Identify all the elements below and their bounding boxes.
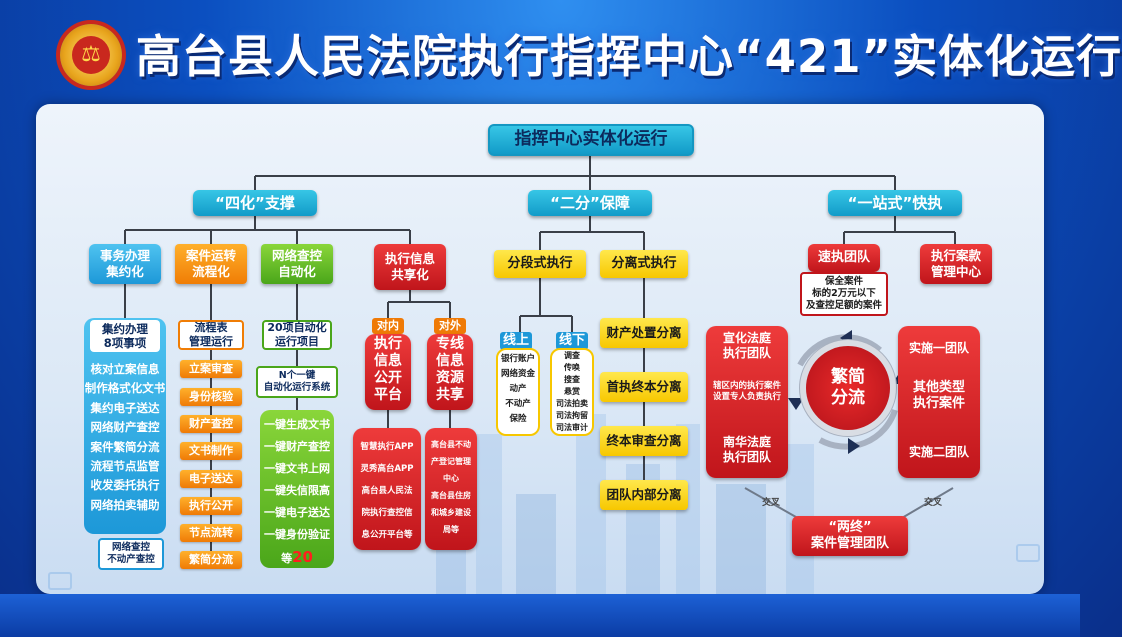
lock-icon bbox=[1016, 544, 1040, 562]
list-item: 团队内部分离 bbox=[600, 480, 688, 510]
list-item-tail: 等20 bbox=[281, 548, 313, 566]
extra-box-shiwu: 网络查控 不动产查控 bbox=[98, 538, 164, 570]
box-liangzhong: “两终” 案件管理团队 bbox=[792, 516, 908, 556]
box-suzhi: 速执团队 bbox=[808, 244, 880, 272]
left-team-bottom: 南华法庭 执行团队 bbox=[722, 435, 771, 464]
court-emblem-icon: ⚖ bbox=[60, 24, 122, 86]
list-item: 节点流转 bbox=[180, 524, 242, 542]
list-item: 流程节点监管 bbox=[90, 459, 160, 474]
box-fenduan: 分段式执行 bbox=[494, 250, 586, 278]
detail-gongkai-panel bbox=[353, 428, 421, 550]
suzhi-note: 保全案件 标的2万元以下 及查控足额的案件 bbox=[800, 272, 888, 316]
list-item: 电子送达 bbox=[180, 470, 242, 488]
list-item: 核对立案信息 bbox=[90, 362, 160, 376]
offline-panel bbox=[550, 348, 594, 436]
detail-gongkai: 智慧执行APP 灵秀高台APP 高台县人民法 院执行查控信 息公开平台等 bbox=[360, 442, 414, 540]
left-team-panel bbox=[706, 326, 788, 478]
box-gongkai bbox=[365, 334, 411, 410]
list-item: 一键财产查控 bbox=[264, 440, 330, 453]
page-title: 高台县人民法院执行指挥中心“421”实体化运行 bbox=[136, 30, 1122, 83]
header: ⚖ 高台县人民法院执行指挥中心“421”实体化运行 bbox=[0, 0, 1121, 100]
detail-gongxiang-panel bbox=[425, 428, 477, 550]
list-item: 终本审查分离 bbox=[600, 426, 688, 456]
root-node: 指挥中心实体化运行 bbox=[488, 124, 694, 156]
col-title-shiwu: 事务办理 集约化 bbox=[89, 244, 161, 284]
list-item: 文书制作 bbox=[180, 442, 242, 460]
col-sub-wangluo: 20项自动化 运行项目 bbox=[262, 320, 332, 350]
col-title-anjian: 案件运转 流程化 bbox=[175, 244, 247, 284]
tag-offline: 线下 bbox=[556, 332, 588, 350]
list-shiwu: 核对立案信息 制作格式化文书 集约电子送达 网络财产查控 案件繁简分流 流程节点… bbox=[84, 360, 166, 515]
list-item: 繁简分流 bbox=[180, 551, 242, 569]
col-title-wangluo: 网络查控 自动化 bbox=[261, 244, 333, 284]
center-circle bbox=[806, 346, 890, 430]
detail-gongxiang: 高台县不动 产登记管理 中心 高台县住房 和城乡建设 局等 bbox=[431, 440, 471, 534]
col-shiwu-panel bbox=[84, 318, 166, 534]
list-item: 集约电子送达 bbox=[90, 400, 160, 415]
col-sub2-wangluo: N个一键 自动化运行系统 bbox=[256, 366, 338, 398]
list-item: 财产处置分离 bbox=[600, 318, 688, 348]
box-anquan: 执行案款 管理中心 bbox=[920, 244, 992, 284]
offline-items: 调查 传唤 搜查 悬赏 司法拍卖 司法拘留 司法审计 bbox=[556, 351, 588, 432]
center-text: 繁简 分流 bbox=[831, 366, 865, 408]
branch-erfen: “二分”保障 bbox=[528, 190, 652, 216]
list-wangluo: 一键生成文书 一键财产查控 一键文书上网 一键失信限高 一键电子送达 一键身份验… bbox=[260, 414, 334, 570]
label-jiaocha-right: 交叉 bbox=[923, 498, 942, 508]
col-wangluo-panel bbox=[260, 410, 334, 568]
list-item: 一键生成文书 bbox=[264, 418, 330, 431]
footer-strip bbox=[0, 594, 1080, 637]
left-team-note: 辖区内的执行案件 设置专人负责执行 bbox=[712, 381, 781, 402]
list-item: 一键失信限高 bbox=[264, 484, 330, 497]
list-item: 立案审查 bbox=[180, 360, 242, 378]
tag-duiwai: 对外 bbox=[434, 318, 466, 334]
label-jiaocha-left: 交叉 bbox=[761, 498, 780, 508]
tag-online: 线上 bbox=[500, 332, 532, 350]
right-team-panel bbox=[898, 326, 980, 478]
box-fenli: 分离式执行 bbox=[600, 250, 688, 278]
online-items: 银行账户 网络资金 动产 不动产 保险 bbox=[500, 354, 535, 424]
list-item: 网络财产查控 bbox=[90, 420, 160, 435]
list-item: 财产查控 bbox=[180, 415, 242, 433]
lock-icon bbox=[48, 572, 72, 590]
right-team-top: 实施一团队 bbox=[908, 340, 969, 355]
text-gongxiang: 专线 信息 资源 共享 bbox=[436, 336, 464, 403]
col-sub-anjian: 流程表 管理运行 bbox=[178, 320, 244, 350]
list-item: 一键电子送达 bbox=[264, 506, 330, 519]
tag-duinei: 对内 bbox=[372, 318, 404, 334]
list-item: 案件繁简分流 bbox=[90, 439, 160, 454]
left-team-top: 宣化法庭 执行团队 bbox=[722, 331, 771, 360]
right-team-mid: 其他类型 执行案件 bbox=[912, 379, 965, 411]
list-item: 执行公开 bbox=[180, 497, 242, 515]
list-item: 一键文书上网 bbox=[264, 462, 330, 475]
col-sub-shiwu: 集约办理 8项事项 bbox=[90, 320, 160, 352]
box-gongxiang bbox=[427, 334, 473, 410]
online-panel bbox=[496, 348, 540, 436]
text-gongkai: 执行 信息 公开 平台 bbox=[374, 336, 402, 403]
right-team-bottom: 实施二团队 bbox=[908, 444, 969, 459]
branch-sihua: “四化”支撑 bbox=[193, 190, 317, 216]
list-item: 首执终本分离 bbox=[600, 372, 688, 402]
list-item: 一键身份验证 bbox=[264, 528, 330, 541]
list-item: 制作格式化文书 bbox=[84, 381, 166, 396]
list-item: 网络拍卖辅助 bbox=[90, 497, 160, 512]
col-title-xinxi: 执行信息 共享化 bbox=[374, 244, 446, 290]
branch-yizhanshi: “一站式”快执 bbox=[828, 190, 962, 216]
list-item: 身份核验 bbox=[180, 388, 242, 406]
list-item: 收发委托执行 bbox=[90, 478, 160, 493]
